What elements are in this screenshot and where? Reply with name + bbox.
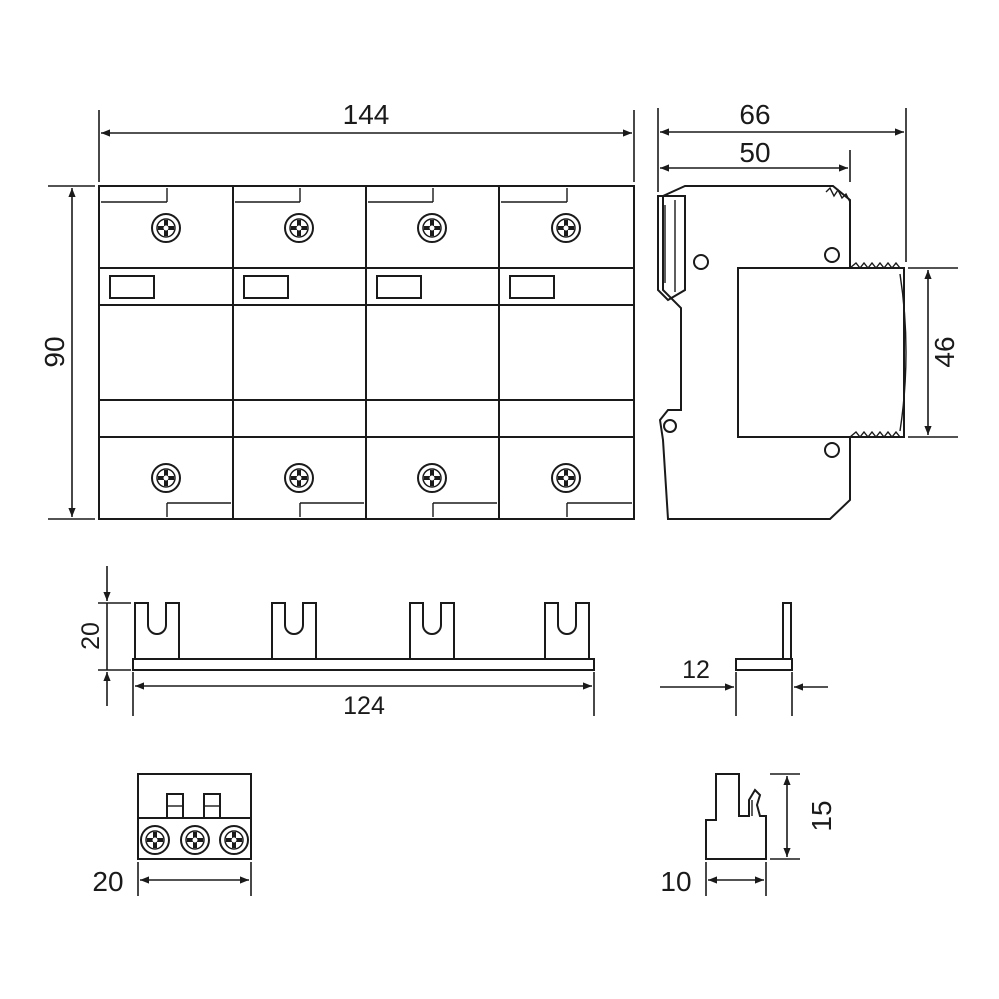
- phillips-screw-icon: [283, 212, 315, 244]
- dim-label-10: 10: [660, 866, 691, 897]
- status-window-icon: [509, 275, 555, 299]
- phillips-screw-icon: [150, 212, 182, 244]
- status-window-icon: [109, 275, 155, 299]
- phillips-screw-icon: [416, 462, 448, 494]
- phillips-screw-icon: [416, 212, 448, 244]
- busbar-front: [132, 602, 595, 671]
- dim-front-height: 90: [39, 185, 95, 520]
- dim-label-15: 15: [806, 800, 837, 831]
- dim-label-20-terminal: 20: [92, 866, 123, 897]
- dim-side-depth-total: 66: [657, 99, 907, 262]
- dim-side-front-height: 46: [908, 267, 960, 438]
- dim-terminal-height: 15: [770, 773, 837, 860]
- dim-label-12: 12: [682, 656, 710, 684]
- phillips-screw-icon: [150, 462, 182, 494]
- terminal-side: [705, 773, 767, 860]
- dim-label-124: 124: [343, 692, 385, 720]
- module-3: [368, 188, 497, 517]
- dim-terminal-depth: 10: [660, 862, 767, 897]
- phillips-screw-icon: [283, 462, 315, 494]
- module-4: [501, 188, 632, 517]
- front-view: [98, 185, 635, 520]
- dim-label-20-busbar: 20: [77, 622, 105, 650]
- dim-label-144: 144: [343, 99, 390, 130]
- phillips-screw-icon: [550, 462, 582, 494]
- terminal-front: [137, 773, 252, 860]
- phillips-screw-icon: [179, 824, 211, 856]
- busbar-side: [735, 602, 793, 671]
- side-view: [657, 185, 907, 520]
- module-2: [235, 188, 364, 517]
- dim-front-width: 144: [98, 99, 635, 182]
- dim-side-depth-rail: 50: [660, 137, 851, 182]
- dim-label-46: 46: [929, 336, 960, 367]
- dim-label-90: 90: [39, 336, 70, 367]
- phillips-screw-icon: [550, 212, 582, 244]
- module-1: [101, 188, 231, 517]
- dim-terminal-width: 20: [92, 862, 252, 897]
- dim-label-66: 66: [739, 99, 770, 130]
- dim-label-50: 50: [739, 137, 770, 168]
- dim-busbar-height: 20: [77, 566, 131, 706]
- phillips-screw-icon: [139, 824, 171, 856]
- dim-busbar-length: 124: [132, 672, 595, 720]
- dim-busbar-thickness: 12: [660, 656, 828, 716]
- phillips-screw-icon: [218, 824, 250, 856]
- status-window-icon: [243, 275, 289, 299]
- status-window-icon: [376, 275, 422, 299]
